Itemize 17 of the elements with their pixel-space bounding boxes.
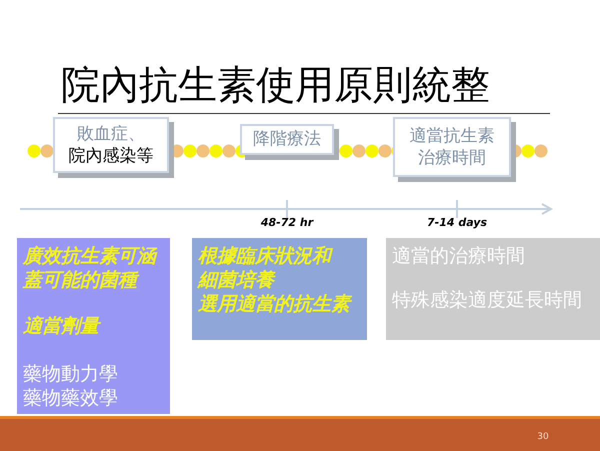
box-text: 適當抗生素治療時間 — [408, 125, 496, 169]
panel-text: 藥物動力學 — [23, 362, 119, 386]
box-text: 敗血症、 — [76, 123, 146, 145]
page-number: 30 — [537, 431, 549, 444]
info-panel — [386, 238, 600, 340]
box-text: 院內感染等 — [68, 145, 154, 167]
box-text: 降階療法 — [252, 128, 322, 150]
panel-text: 藥物藥效學 — [23, 386, 119, 410]
info-panel — [17, 238, 170, 414]
info-panel — [192, 238, 367, 340]
time-label: 7-14 days — [426, 216, 488, 230]
panel-text: 適當劑量 — [23, 314, 102, 338]
time-label: 48-72 hr — [260, 216, 314, 230]
panel-text: 廣效抗生素可涵蓋可能的菌種 — [23, 244, 158, 292]
panel-text: 根據臨床狀況和細菌培養 — [198, 244, 334, 292]
slide-title: 院內抗生素使用原則統整 — [61, 64, 490, 108]
panel-text: 選用適當的抗生素 — [198, 292, 361, 316]
